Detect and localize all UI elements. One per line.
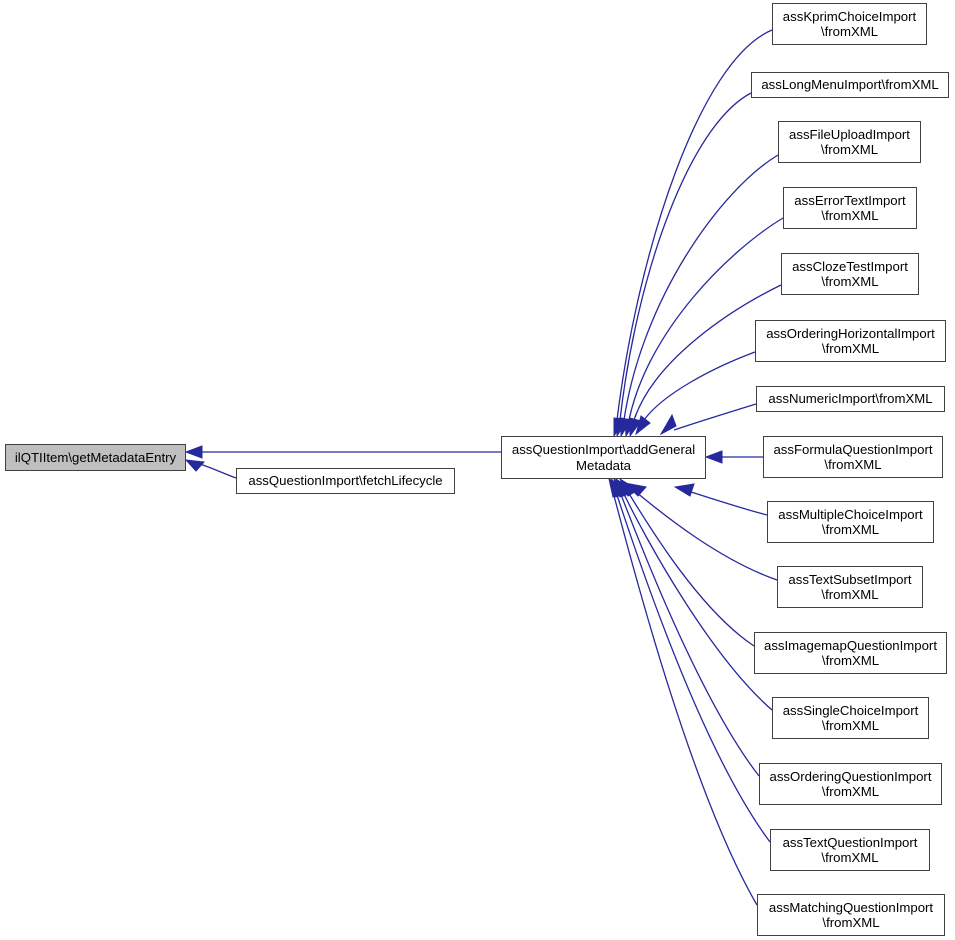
edge-arrowhead-icon xyxy=(629,417,642,438)
edge-n_orderingquestion-to-n_addGeneralMetadata xyxy=(612,477,760,777)
edge-arrowhead-icon xyxy=(618,477,639,497)
edge-n_textquestion-to-n_addGeneralMetadata xyxy=(610,477,771,843)
graph-node-label: assMultipleChoiceImport \fromXML xyxy=(778,506,923,538)
graph-node-label: assTextQuestionImport \fromXML xyxy=(782,834,918,866)
edge-line xyxy=(673,403,757,431)
graph-node-label: assFormulaQuestionImport \fromXML xyxy=(773,441,933,473)
edge-arrowhead-icon xyxy=(616,417,628,438)
edge-line xyxy=(622,491,773,711)
graph-node-orderinghorizontal[interactable]: assOrderingHorizontalImport \fromXML xyxy=(755,320,946,362)
edge-line xyxy=(635,491,778,581)
graph-node-label: assOrderingQuestionImport \fromXML xyxy=(769,768,932,800)
edge-n_matchingquestion-to-n_addGeneralMetadata xyxy=(608,477,758,906)
graph-node-fileupload[interactable]: assFileUploadImport \fromXML xyxy=(778,121,921,163)
edge-arrowhead-icon xyxy=(704,450,723,464)
edge-n_singlechoice-to-n_addGeneralMetadata xyxy=(614,477,773,711)
graph-node-errortext[interactable]: assErrorTextImport \fromXML xyxy=(783,187,917,229)
edge-n_orderinghorizontal-to-n_addGeneralMetadata xyxy=(635,351,756,436)
edge-n_fileupload-to-n_addGeneralMetadata xyxy=(620,154,779,438)
graph-node-label: assClozeTestImport \fromXML xyxy=(792,258,908,290)
edge-line xyxy=(199,463,237,479)
graph-node-label: assQuestionImport\fetchLifecycle xyxy=(248,473,443,489)
graph-node-label: assKprimChoiceImport \fromXML xyxy=(782,8,917,40)
graph-node-addGeneralMetadata[interactable]: assQuestionImport\addGeneral Metadata xyxy=(501,436,706,479)
graph-node-label: assTextSubsetImport \fromXML xyxy=(788,571,912,603)
graph-node-multiplechoice[interactable]: assMultipleChoiceImport \fromXML xyxy=(767,501,934,543)
edge-arrowhead-icon xyxy=(659,413,677,436)
graph-node-singlechoice[interactable]: assSingleChoiceImport \fromXML xyxy=(772,697,929,739)
graph-node-orderingquestion[interactable]: assOrderingQuestionImport \fromXML xyxy=(759,763,942,805)
edge-arrowhead-icon xyxy=(184,445,203,459)
graph-node-formula[interactable]: assFormulaQuestionImport \fromXML xyxy=(763,436,943,478)
graph-node-label: assLongMenuImport\fromXML xyxy=(761,77,939,93)
graph-node-label: assSingleChoiceImport \fromXML xyxy=(782,702,919,734)
edge-n_multiplechoice-to-n_addGeneralMetadata xyxy=(673,483,768,516)
graph-node-label: assFileUploadImport \fromXML xyxy=(789,126,910,158)
graph-node-getMetadataEntry[interactable]: ilQTIItem\getMetadataEntry xyxy=(5,444,186,471)
edge-arrowhead-icon xyxy=(620,417,632,438)
graph-node-longmenu[interactable]: assLongMenuImport\fromXML xyxy=(751,72,949,98)
edge-line xyxy=(643,351,756,421)
graph-node-textquestion[interactable]: assTextQuestionImport \fromXML xyxy=(770,829,930,871)
graph-node-fetchLifecycle[interactable]: assQuestionImport\fetchLifecycle xyxy=(236,468,455,494)
edge-arrowhead-icon xyxy=(614,477,635,497)
edge-n_numeric-to-n_addGeneralMetadata xyxy=(659,403,757,436)
edge-arrowhead-icon xyxy=(624,418,637,438)
graph-node-textsubset[interactable]: assTextSubsetImport \fromXML xyxy=(777,566,923,608)
graph-node-label: assNumericImport\fromXML xyxy=(768,391,933,407)
edge-line xyxy=(623,154,779,421)
edge-line xyxy=(627,491,755,647)
edge-arrowhead-icon xyxy=(623,482,647,497)
edge-n_addGeneralMetadata-to-n_getMetadataEntry xyxy=(184,445,501,459)
edge-arrowhead-icon xyxy=(613,417,625,438)
graph-node-clozetest[interactable]: assClozeTestImport \fromXML xyxy=(781,253,919,295)
edge-line xyxy=(619,92,752,421)
graph-node-label: assOrderingHorizontalImport \fromXML xyxy=(766,325,935,357)
graph-node-numeric[interactable]: assNumericImport\fromXML xyxy=(756,386,945,412)
graph-node-kprim[interactable]: assKprimChoiceImport \fromXML xyxy=(772,3,927,45)
graph-node-label: assErrorTextImport \fromXML xyxy=(794,192,906,224)
edge-n_textsubset-to-n_addGeneralMetadata xyxy=(623,482,778,581)
edge-line xyxy=(616,29,773,421)
graph-node-label: ilQTIItem\getMetadataEntry xyxy=(14,449,177,465)
edge-arrowhead-icon xyxy=(612,477,632,498)
edge-line xyxy=(687,490,768,516)
edge-n_imagemap-to-n_addGeneralMetadata xyxy=(618,477,755,647)
graph-node-imagemap[interactable]: assImagemapQuestionImport \fromXML xyxy=(754,632,947,674)
graph-node-label: assMatchingQuestionImport \fromXML xyxy=(768,899,934,931)
graph-node-label: assQuestionImport\addGeneral Metadata xyxy=(511,442,696,473)
graph-node-matchingquestion[interactable]: assMatchingQuestionImport \fromXML xyxy=(757,894,945,936)
edge-arrowhead-icon xyxy=(184,459,206,472)
graph-node-label: assImagemapQuestionImport \fromXML xyxy=(764,637,937,669)
edge-n_kprim-to-n_addGeneralMetadata xyxy=(613,29,773,438)
edge-arrowhead-icon xyxy=(608,477,627,498)
edge-n_fetchLifecycle-to-n_getMetadataEntry xyxy=(184,459,237,479)
edge-line xyxy=(619,491,760,777)
edge-arrowhead-icon xyxy=(673,483,695,497)
edge-n_formula-to-n_addGeneralMetadata xyxy=(704,450,763,464)
edge-line xyxy=(615,491,771,843)
edge-arrowhead-icon xyxy=(635,415,651,436)
edge-line xyxy=(612,491,758,906)
edge-n_longmenu-to-n_addGeneralMetadata xyxy=(616,92,752,438)
edge-arrowhead-icon xyxy=(610,477,628,498)
